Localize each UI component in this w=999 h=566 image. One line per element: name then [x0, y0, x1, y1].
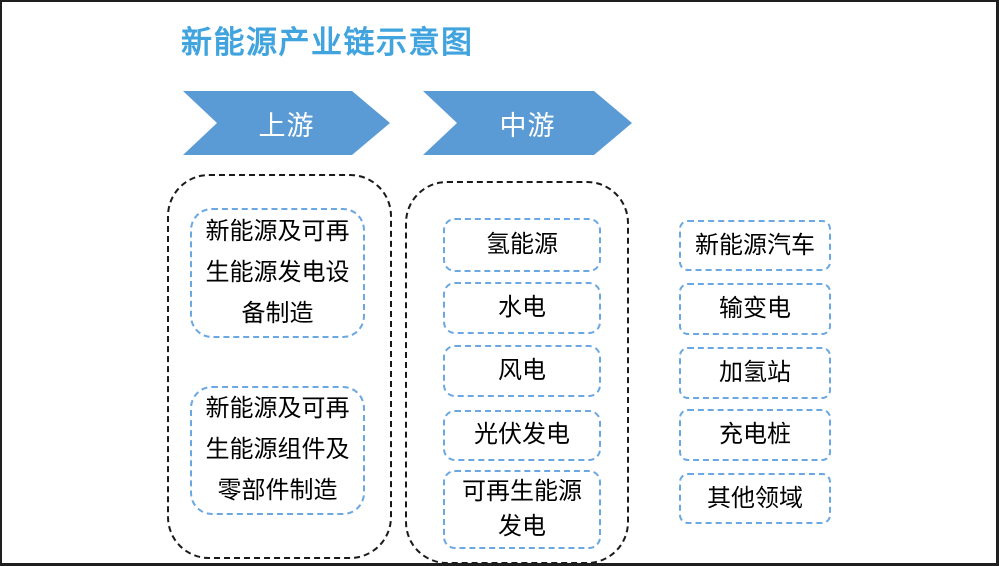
- node-components-mfg: 新能源及可再 生能源组件及 零部件制造: [190, 386, 365, 515]
- node-nev: 新能源汽车: [679, 220, 831, 271]
- node-gen-equipment-mfg: 新能源及可再 生能源发电设 备制造: [190, 208, 365, 338]
- node-wind-power: 风电: [443, 345, 601, 397]
- node-pv-power: 光伏发电: [443, 410, 601, 461]
- node-hydrogen-station: 加氢站: [679, 347, 831, 399]
- upstream-group: 新能源及可再 生能源发电设 备制造 新能源及可再 生能源组件及 零部件制造: [167, 174, 392, 559]
- node-hydropower: 水电: [443, 282, 601, 334]
- upstream-stage-label: 上游: [258, 110, 315, 141]
- node-hydrogen-energy: 氢能源: [443, 218, 601, 272]
- midstream-group: 氢能源 水电 风电 光伏发电 可再生能源 发电: [405, 181, 629, 564]
- node-other-fields: 其他领域: [679, 473, 831, 524]
- midstream-stage-label: 中游: [499, 110, 556, 141]
- node-renewable-power: 可再生能源 发电: [443, 470, 601, 549]
- midstream-stage-arrow: 中游: [423, 91, 632, 155]
- node-power-transmission: 输变电: [679, 283, 831, 335]
- node-charging-pile: 充电桩: [679, 409, 831, 461]
- page-title: 新能源产业链示意图: [181, 25, 474, 60]
- upstream-stage-arrow: 上游: [183, 91, 390, 155]
- downstream-group: 新能源汽车 输变电 加氢站 充电桩 其他领域: [679, 220, 831, 524]
